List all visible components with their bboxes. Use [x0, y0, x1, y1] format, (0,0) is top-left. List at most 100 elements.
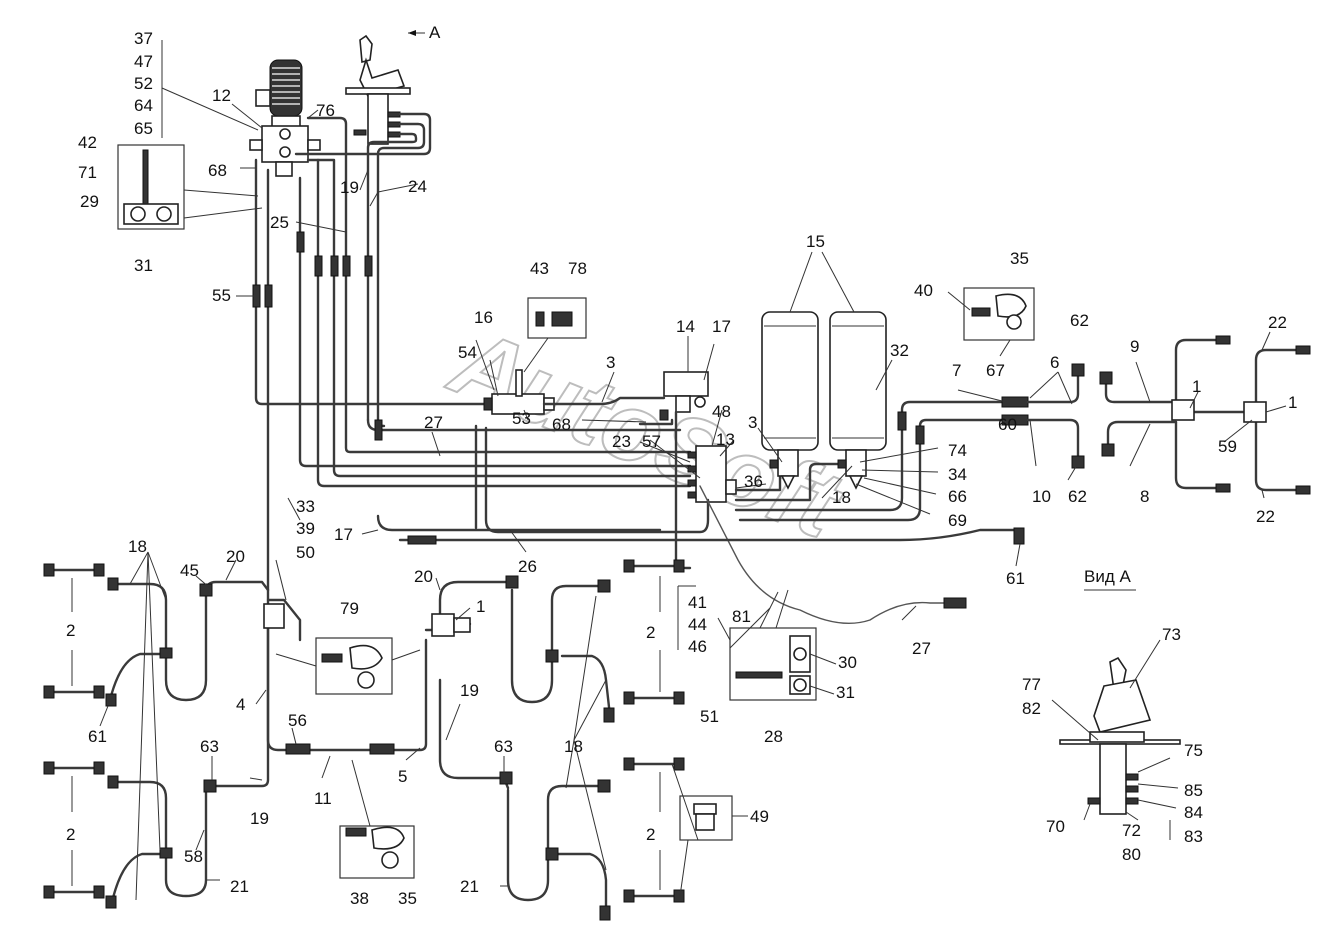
callout-20-left: 20: [226, 547, 245, 566]
callout-19-top: 19: [340, 178, 359, 197]
callout-7: 7: [952, 361, 961, 380]
callout-59: 59: [1218, 437, 1237, 456]
callout-50: 50: [296, 543, 315, 562]
callout-40: 40: [914, 281, 933, 300]
callout-25: 25: [270, 213, 289, 232]
callout-56: 56: [288, 711, 307, 730]
callout-5: 5: [398, 767, 407, 786]
filter-assembly: [255, 59, 303, 131]
bolt-detail-box-79: [275, 637, 421, 695]
callout-2-left-b: 2: [66, 825, 75, 844]
callout-37: 37: [134, 29, 153, 48]
callout-13: 13: [716, 430, 735, 449]
pipe-bundle-upper: [210, 112, 692, 788]
callout-28: 28: [764, 727, 783, 746]
leader-lines: [71, 40, 1287, 901]
view-a-arrow-label: A: [429, 23, 441, 42]
callout-17-mid: 17: [334, 525, 353, 544]
tee-fittings-right: [1071, 335, 1311, 495]
callout-41: 41: [688, 593, 707, 612]
callout-71: 71: [78, 163, 97, 182]
callout-1-mid: 1: [476, 597, 485, 616]
callout-21-left: 21: [230, 877, 249, 896]
callout-61-left: 61: [88, 727, 107, 746]
callout-74: 74: [948, 441, 967, 460]
valve-14: [659, 371, 709, 421]
callout-57: 57: [642, 432, 661, 451]
callout-82: 82: [1022, 699, 1041, 718]
callout-73: 73: [1162, 625, 1181, 644]
pipe-couplings-vertical: [252, 231, 383, 441]
callout-23: 23: [612, 432, 631, 451]
clamp-detail-box-left: [117, 144, 263, 230]
callout-68-mid: 68: [552, 415, 571, 434]
callout-11: 11: [314, 789, 332, 808]
callout-30: 30: [838, 653, 857, 672]
callout-24: 24: [408, 177, 427, 196]
callout-34: 34: [948, 465, 967, 484]
callout-3-top: 3: [606, 353, 615, 372]
callout-18-left: 18: [128, 537, 147, 556]
callout-35-bottom: 35: [398, 889, 417, 908]
callout-27-top: 27: [424, 413, 443, 432]
callout-26: 26: [518, 557, 537, 576]
callout-66: 66: [948, 487, 967, 506]
view-a-title: Вид A: [1084, 567, 1131, 586]
accumulator-left: [761, 311, 819, 490]
callout-49: 49: [750, 807, 769, 826]
hose-group-lower-middle: [424, 564, 682, 914]
callout-64: 64: [134, 96, 153, 115]
callout-6: 6: [1050, 353, 1059, 372]
callout-21-mid: 21: [460, 877, 479, 896]
callout-43: 43: [530, 259, 549, 278]
callout-19-bottom: 19: [250, 809, 269, 828]
callout-77: 77: [1022, 675, 1041, 694]
callout-22-top: 22: [1268, 313, 1287, 332]
distribution-valve-block: [249, 125, 321, 177]
clamp-detail-box-bottom: [729, 589, 817, 701]
callout-8: 8: [1140, 487, 1149, 506]
callout-14: 14: [676, 317, 695, 336]
callout-17-top: 17: [712, 317, 731, 336]
callout-84: 84: [1184, 803, 1203, 822]
hose-group-lower-left: [46, 568, 428, 904]
callout-1-right-b: 1: [1288, 393, 1297, 412]
callout-70: 70: [1046, 817, 1065, 836]
callout-47: 47: [134, 52, 153, 71]
callout-35-top: 35: [1010, 249, 1029, 268]
callout-58: 58: [184, 847, 203, 866]
callout-76: 76: [316, 101, 335, 120]
callout-63-mid: 63: [494, 737, 513, 756]
pipe-couplings-middle: [407, 396, 1029, 609]
callout-67: 67: [986, 361, 1005, 380]
callout-52: 52: [134, 74, 153, 93]
callout-61-right: 61: [1006, 569, 1025, 588]
callout-10: 10: [1032, 487, 1051, 506]
callout-33: 33: [296, 497, 315, 516]
callout-18-lower: 18: [564, 737, 583, 756]
callout-54: 54: [458, 343, 477, 362]
callout-79: 79: [340, 599, 359, 618]
callout-62-top: 62: [1070, 311, 1089, 330]
callout-1-right-a: 1: [1192, 377, 1201, 396]
callout-78: 78: [568, 259, 587, 278]
callout-46: 46: [688, 637, 707, 656]
callout-44: 44: [688, 615, 707, 634]
callout-48: 48: [712, 402, 731, 421]
callout-81: 81: [732, 607, 751, 626]
callout-60: 60: [998, 415, 1017, 434]
callout-18-mid: 18: [832, 488, 851, 507]
callout-4: 4: [236, 695, 245, 714]
clamp-detail-box-right: [963, 287, 1035, 357]
callout-62-bottom: 62: [1068, 487, 1087, 506]
callout-80: 80: [1122, 845, 1141, 864]
joystick-control: [345, 34, 411, 145]
callout-19-mid: 19: [460, 681, 479, 700]
callout-2-mid-a: 2: [646, 623, 655, 642]
callout-53: 53: [512, 409, 531, 428]
callout-2-mid-b: 2: [646, 825, 655, 844]
callout-55: 55: [212, 286, 231, 305]
callout-83: 83: [1184, 827, 1203, 846]
callout-38: 38: [350, 889, 369, 908]
